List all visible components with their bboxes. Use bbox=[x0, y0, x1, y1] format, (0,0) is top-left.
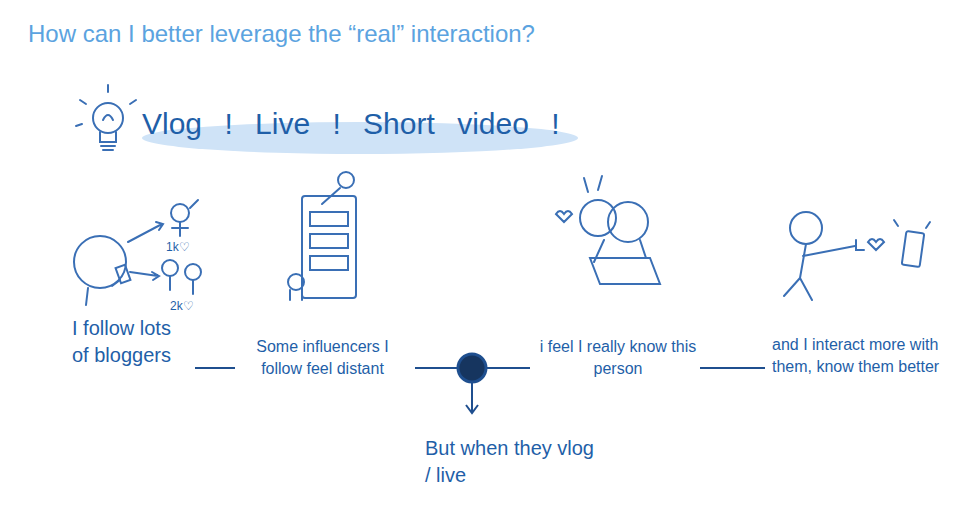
person-body bbox=[784, 244, 855, 300]
down-arrow bbox=[466, 382, 478, 413]
feed-card bbox=[310, 256, 348, 270]
heart bbox=[556, 211, 572, 222]
person-head bbox=[608, 202, 648, 242]
bulb-base bbox=[100, 132, 116, 142]
heart bbox=[868, 239, 884, 250]
page-title: How can I better leverage the “real” int… bbox=[28, 20, 535, 48]
bulb-glass bbox=[93, 103, 123, 133]
person-head bbox=[338, 172, 354, 188]
timeline-dot bbox=[458, 354, 486, 382]
bulb-thread bbox=[101, 146, 115, 150]
step-note: and I interact more with them, know them… bbox=[772, 334, 954, 377]
person-head bbox=[171, 204, 189, 222]
arrow bbox=[130, 272, 159, 280]
like-count: 1k♡ bbox=[166, 239, 206, 255]
timeline-line bbox=[195, 367, 235, 369]
step-note: But when they vlog / live bbox=[425, 435, 605, 489]
bulb-filament bbox=[103, 115, 113, 120]
arrow bbox=[128, 222, 163, 242]
person-head bbox=[185, 264, 201, 280]
phone bbox=[902, 231, 925, 267]
person-body bbox=[192, 280, 194, 294]
person-body bbox=[172, 200, 198, 236]
laptop bbox=[590, 258, 660, 284]
person-body bbox=[290, 290, 302, 300]
person-head bbox=[790, 212, 822, 244]
phone bbox=[116, 265, 131, 283]
step-note: i feel I really know this person bbox=[538, 336, 698, 379]
person-body bbox=[86, 280, 120, 305]
phone-screen bbox=[302, 196, 356, 298]
headline: Vlog ! Live ! Short video ! bbox=[142, 104, 560, 145]
thumb bbox=[856, 240, 864, 250]
person-head bbox=[288, 274, 304, 290]
person-body bbox=[322, 188, 340, 204]
sparkle bbox=[894, 220, 930, 228]
feed-card bbox=[310, 212, 348, 226]
step-note: Some influencers I follow feel distant bbox=[240, 336, 405, 379]
timeline-line bbox=[700, 367, 765, 369]
feed-card bbox=[310, 234, 348, 248]
sparkle bbox=[584, 176, 602, 192]
person-head bbox=[162, 260, 178, 276]
bulb-rays bbox=[76, 85, 136, 126]
step-note: I follow lots of bloggers bbox=[72, 315, 182, 369]
like-count: 2k♡ bbox=[170, 298, 210, 314]
person-body bbox=[169, 276, 171, 290]
